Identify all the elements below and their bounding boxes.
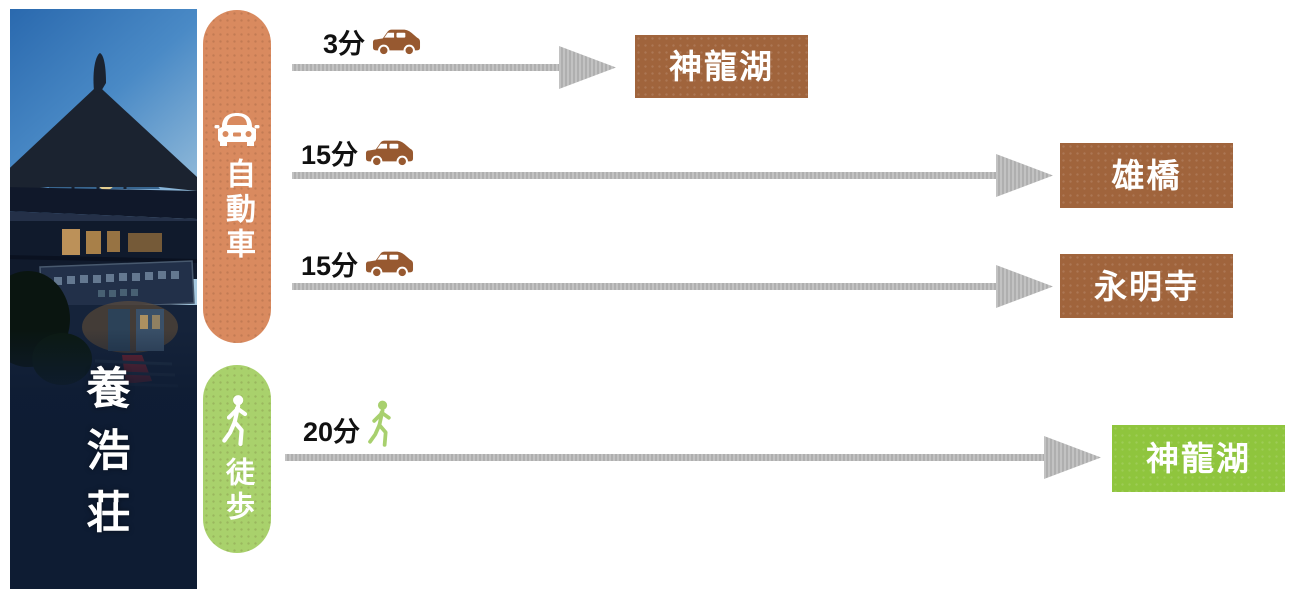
route-2-destination: 雄橋 — [1060, 143, 1233, 208]
route-1-arrow-head — [559, 46, 616, 89]
car-side-icon — [366, 251, 414, 279]
car-side-icon — [366, 140, 414, 168]
route-3-arrow-shaft — [292, 283, 996, 290]
route-2-arrow-shaft — [292, 172, 996, 179]
mode-pill-car: 自動車 — [203, 10, 271, 343]
mode-label-walk: 徒歩 — [221, 457, 254, 525]
hotel-name: 養浩荘 — [78, 365, 130, 551]
route-3-arrow-head — [996, 265, 1053, 308]
route-3-duration: 15分 — [301, 249, 414, 280]
route-4-duration: 20分 — [303, 400, 396, 447]
route-4-arrow-head — [1044, 436, 1101, 479]
route-2-arrow-head — [996, 154, 1053, 197]
route-1-destination: 神龍湖 — [635, 35, 808, 98]
car-side-icon — [373, 29, 421, 57]
route-3-destination: 永明寺 — [1060, 254, 1233, 318]
walking-person-icon — [368, 400, 391, 447]
car-front-icon — [214, 113, 260, 146]
walking-person-icon — [222, 395, 248, 447]
hotel-photo: 養浩荘 — [10, 9, 197, 589]
route-2-duration: 15分 — [301, 138, 414, 169]
mode-pill-walk: 徒歩 — [203, 365, 271, 553]
mode-label-car: 自動車 — [221, 158, 254, 263]
route-4-destination: 神龍湖 — [1112, 425, 1285, 492]
route-4-arrow-shaft — [285, 454, 1044, 461]
route-1-arrow-shaft — [292, 64, 559, 71]
route-1-duration: 3分 — [323, 27, 421, 58]
hotel-photo-illustration — [10, 9, 197, 589]
